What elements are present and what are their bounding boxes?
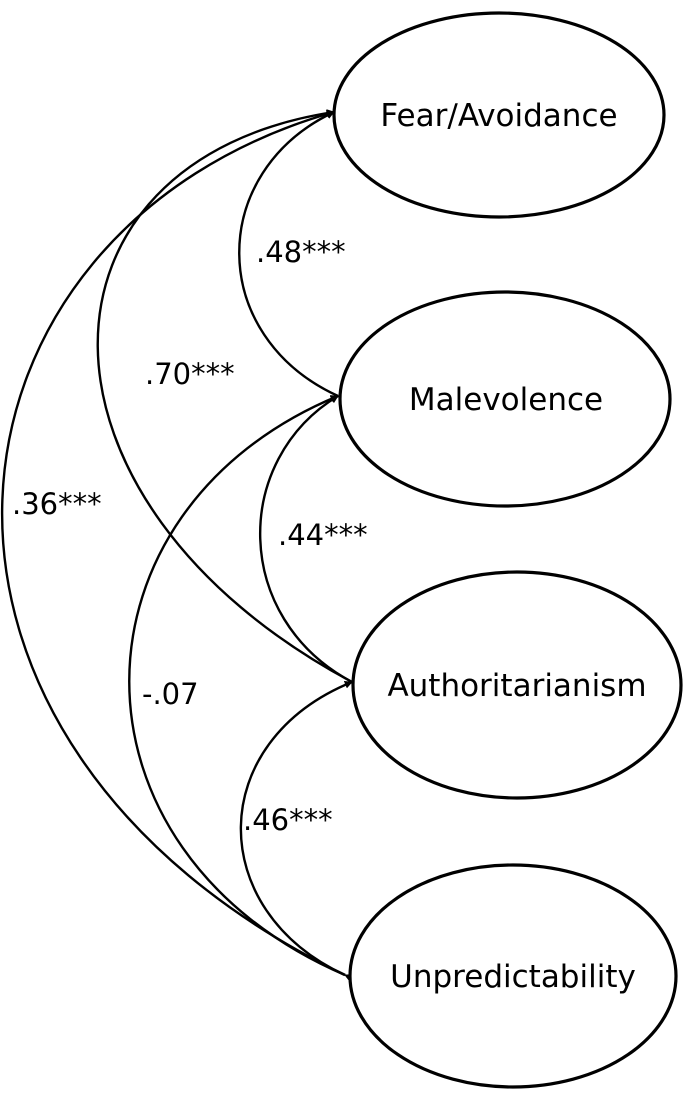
node-fear-avoidance: Fear/Avoidance bbox=[332, 11, 666, 219]
node-label-authoritarianism: Authoritarianism bbox=[387, 668, 646, 704]
coef-fear-authoritarianism: .70*** bbox=[145, 357, 235, 391]
coef-fear-unpredictability: .36*** bbox=[12, 487, 102, 521]
node-label-fear-avoidance: Fear/Avoidance bbox=[380, 98, 617, 134]
coefficient-labels: .48*** .70*** .36*** .44*** -.07 .46*** bbox=[12, 235, 368, 837]
coef-authoritarianism-unpredictability: .46*** bbox=[243, 803, 333, 837]
coef-malevolence-authoritarianism: .44*** bbox=[278, 518, 368, 552]
arc-malevolence-unpredictability bbox=[128, 394, 354, 982]
arc-fear-malevolence bbox=[238, 110, 347, 403]
coef-malevolence-unpredictability: -.07 bbox=[142, 677, 199, 711]
node-unpredictability: Unpredictability bbox=[348, 863, 678, 1089]
coef-fear-malevolence: .48*** bbox=[256, 235, 346, 269]
arc-fear-authoritarianism bbox=[96, 109, 361, 689]
arc-fear-unpredictability bbox=[0, 110, 354, 982]
arc-authoritarianism-unpredictability bbox=[239, 680, 354, 982]
arc-malevolence-authoritarianism bbox=[258, 394, 361, 689]
node-malevolence: Malevolence bbox=[338, 290, 672, 508]
node-label-unpredictability: Unpredictability bbox=[390, 959, 636, 995]
node-label-malevolence: Malevolence bbox=[409, 382, 603, 418]
arcs bbox=[0, 109, 361, 982]
node-authoritarianism: Authoritarianism bbox=[351, 570, 683, 800]
